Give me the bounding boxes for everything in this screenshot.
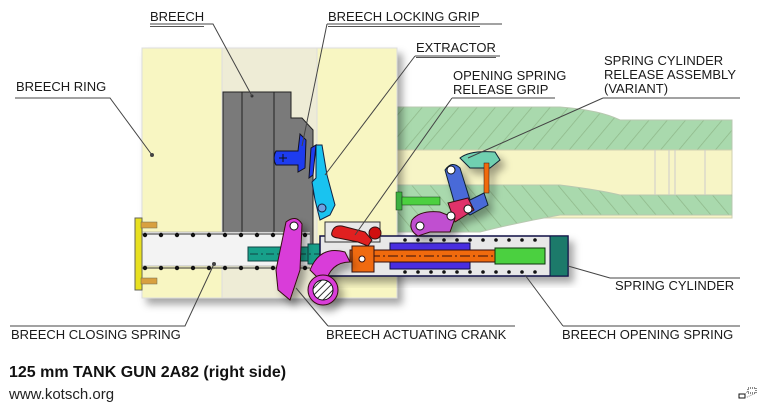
spring-coil	[442, 270, 446, 274]
spring-coil	[222, 232, 228, 238]
spring-coil	[254, 232, 260, 238]
spring-coil	[429, 270, 433, 274]
spring-coil	[416, 270, 420, 274]
spring-coil	[533, 238, 537, 242]
spring-coil	[507, 238, 511, 242]
breech-actuating-crank	[275, 218, 351, 306]
spring-coil	[520, 238, 524, 242]
spring-coil	[222, 265, 228, 271]
label-breech-locking-grip: BREECH LOCKING GRIP	[328, 10, 480, 27]
spring-coil	[238, 232, 244, 238]
spring-coil	[507, 270, 511, 274]
resize-handle-icon[interactable]	[738, 386, 758, 400]
spring-coil	[174, 232, 180, 238]
spring-coil	[455, 270, 459, 274]
spring-coil	[468, 270, 472, 274]
spring-coil	[442, 238, 446, 242]
spring-coil	[142, 265, 148, 271]
label-spring-cylinder-release-line1: SPRING CYLINDER	[604, 53, 724, 68]
spring-coil	[429, 238, 433, 242]
spring-coil	[468, 238, 472, 242]
breech-locking-grip	[273, 132, 307, 173]
spring-coil	[481, 238, 485, 242]
label-breech-ring: BREECH RING	[16, 79, 107, 94]
spring-coil	[494, 270, 498, 274]
spring-end-cap	[134, 217, 158, 291]
label-breech-opening-spring: BREECH OPENING SPRING	[562, 327, 734, 342]
label-opening-spring-release-grip-line2: RELEASE GRIP	[453, 82, 549, 97]
diagram-title: 125 mm TANK GUN 2A82 (right side)	[9, 364, 287, 381]
label-spring-cylinder-release-line2: RELEASE ASSEMBLY	[604, 67, 736, 82]
leader-lines	[10, 23, 740, 327]
green-bolt	[395, 191, 441, 211]
spring-coil	[158, 265, 164, 271]
spring-coil	[190, 232, 196, 238]
spring-coil	[533, 270, 537, 274]
spring-coil	[302, 232, 308, 238]
spring-coil	[455, 238, 459, 242]
source-link[interactable]: www.kotsch.org	[9, 386, 115, 403]
spring-coil	[416, 238, 420, 242]
label-breech-actuating-crank: BREECH ACTUATING CRANK	[326, 327, 507, 342]
extractor	[308, 144, 336, 221]
opening-spring-coils	[403, 238, 537, 274]
spring-coil	[494, 238, 498, 242]
label-extractor: EXTRACTOR	[416, 41, 496, 58]
spring-coil	[254, 265, 260, 271]
spring-coil	[190, 265, 196, 271]
spring-coil	[158, 232, 164, 238]
spring-coil	[270, 265, 276, 271]
spring-coil	[403, 238, 407, 242]
label-spring-cylinder: SPRING CYLINDER	[615, 278, 735, 293]
breech-block	[222, 91, 314, 251]
spring-coil	[520, 270, 524, 274]
label-opening-spring-release-grip-line1: OPENING SPRING	[453, 68, 567, 83]
label-breech: BREECH	[150, 10, 205, 27]
opening-spring-release-grip	[324, 221, 382, 247]
spring-coil	[206, 265, 212, 271]
label-breech-closing-spring: BREECH CLOSING SPRING	[11, 327, 181, 342]
spring-coil	[403, 270, 407, 274]
spring-coil	[302, 265, 308, 271]
spring-coil	[142, 232, 148, 238]
orange-link	[351, 245, 375, 273]
spring-coil	[174, 265, 180, 271]
spring-coil	[481, 270, 485, 274]
spring-coil	[206, 232, 212, 238]
label-spring-cylinder-release-line3: (VARIANT)	[604, 81, 669, 96]
spring-coil	[238, 265, 244, 271]
spring-coil	[270, 232, 276, 238]
